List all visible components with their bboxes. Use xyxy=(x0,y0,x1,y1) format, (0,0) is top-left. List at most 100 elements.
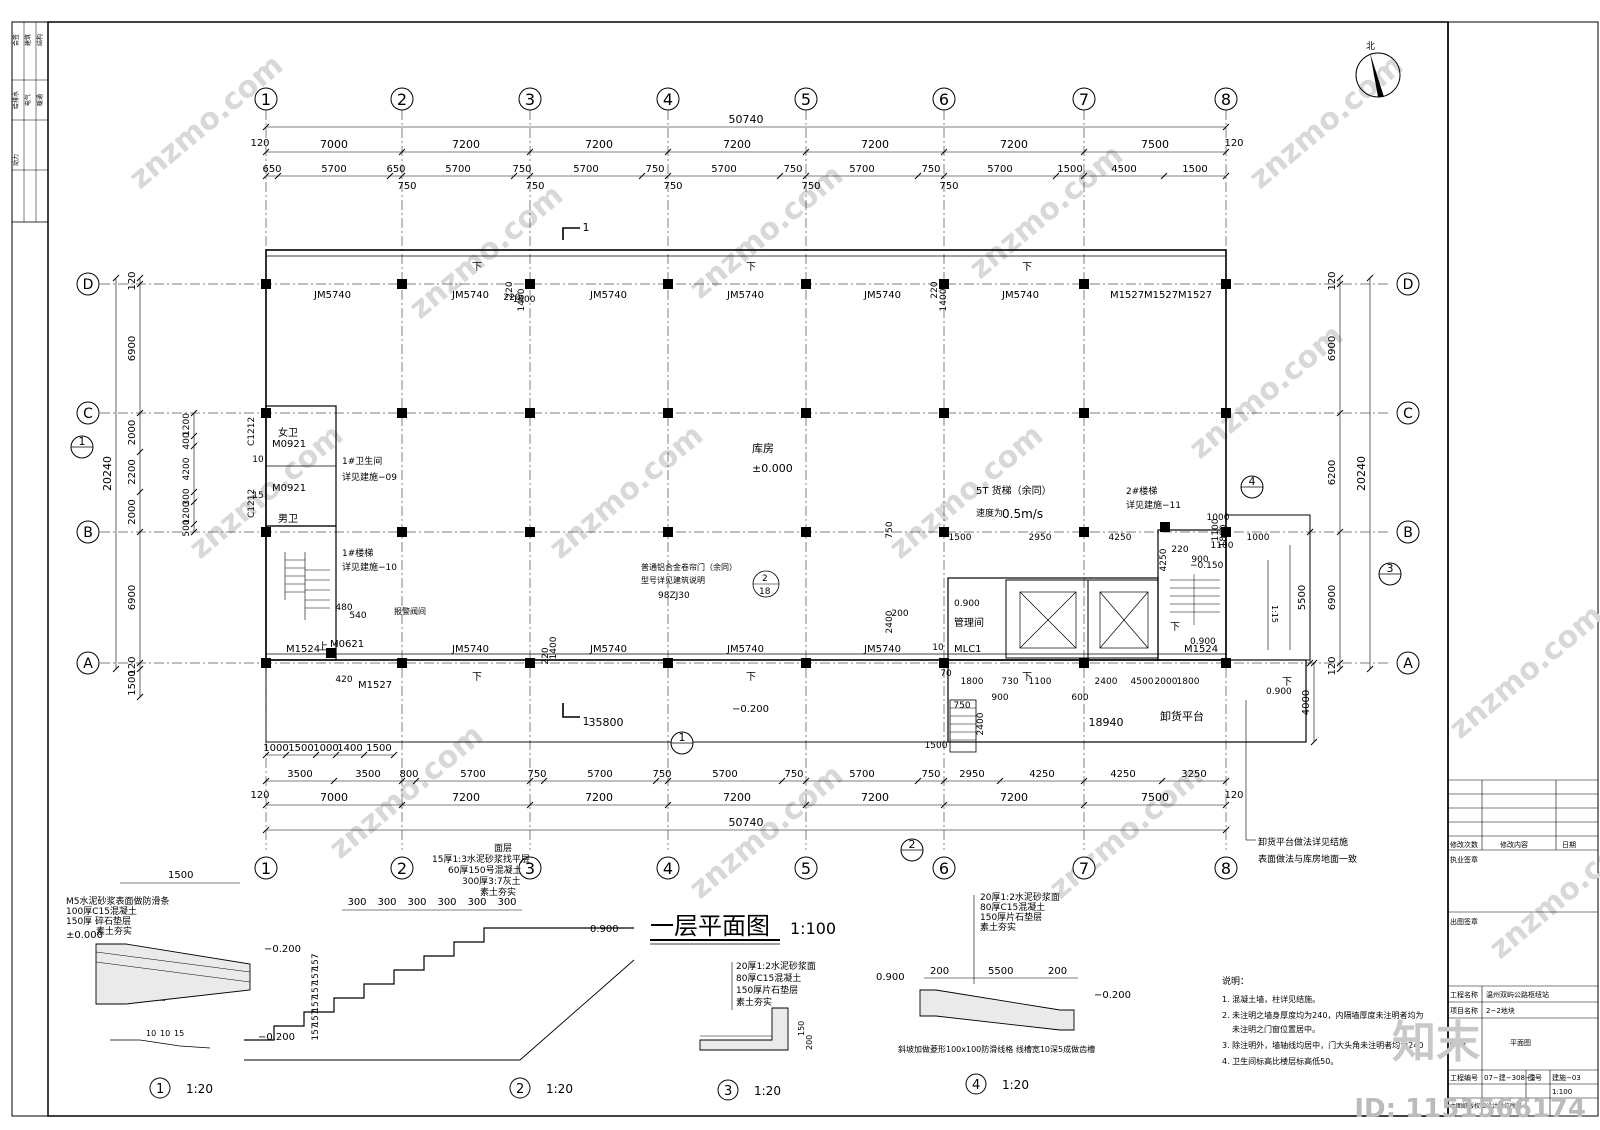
dim-top-spans-text: 7200 xyxy=(1000,138,1028,151)
dim-bot-spans-tick xyxy=(526,801,534,809)
dim-bot-spans-text: 7200 xyxy=(1000,791,1028,804)
dim-misc-19: 420 xyxy=(335,675,352,685)
dim-top-spans-text: 7200 xyxy=(585,138,613,151)
dim-misc-8: 4500 xyxy=(1131,677,1154,687)
d1-elev-low: −0.200 xyxy=(264,944,301,955)
tb-scale-val: 1:100 xyxy=(1552,1088,1572,1096)
dim-bot-sub1-tick xyxy=(360,751,368,759)
room-labels: 库房 ±0.000 女卫 男卫 1#卫生间 详见建施−09 1#楼梯 详见建施−… xyxy=(278,262,1357,865)
d4-layer-3: 150厚片石垫层 xyxy=(980,911,1042,923)
door-m0921-2: M0921 xyxy=(272,483,306,494)
dim-misc-1: 1500 xyxy=(949,533,972,543)
door-jm-bot-4: JM5740 xyxy=(863,644,901,655)
down-arrow-1: 下 xyxy=(472,262,482,273)
drawing-title: 一层平面图 1:100 xyxy=(650,912,836,945)
grid-label-top: 2 xyxy=(397,90,407,109)
grid-label-left: A xyxy=(83,656,93,672)
d1-layer-4: 素土夯实 xyxy=(96,925,132,937)
down-arrow-7: 下 xyxy=(1282,677,1292,688)
dim-misc-2: 2950 xyxy=(1029,533,1052,543)
grid-label-bottom: 8 xyxy=(1221,859,1231,878)
door-note-1: 普通铝合金卷帘门（余同） xyxy=(641,562,737,572)
dim-misc-3: 4250 xyxy=(1109,533,1132,543)
dim-top-sub-tick xyxy=(802,172,810,180)
d2-label: 2 xyxy=(516,1082,524,1097)
dim-bot-sub-tick xyxy=(802,777,810,785)
column-post xyxy=(397,279,407,289)
d2-rise-dim: 157 xyxy=(311,981,321,998)
column-post xyxy=(326,648,336,658)
d2-rise-dim: 157 xyxy=(311,1009,321,1026)
dim-bot-sub-tick xyxy=(652,777,660,785)
grid-label-bottom: 1 xyxy=(261,859,271,878)
dim-top-sub-tick xyxy=(510,172,518,180)
dim-top-spans-tick xyxy=(664,148,672,156)
d4-note: 斜坡加做菱形100x100防滑线格 线槽宽10深5成做齿槽 xyxy=(898,1044,1095,1054)
dim-bot-sub-text: 5700 xyxy=(712,769,737,780)
d4-dim-1: 200 xyxy=(930,966,949,977)
tb-sign-2: 出图签章 xyxy=(1450,917,1478,926)
dim-misc-9: 2000 xyxy=(1155,677,1178,687)
column-post xyxy=(1079,279,1089,289)
dim-bot-sub-tick xyxy=(940,777,948,785)
dim-top-sub2: 750 xyxy=(663,181,682,192)
grid-bubble-right xyxy=(1396,651,1420,675)
dim-bot-sub-text: 750 xyxy=(921,769,940,780)
d2-step-dim: 300 xyxy=(407,897,426,908)
elev-storage: ±0.000 xyxy=(752,462,793,475)
dim-bot-sub-text: 4250 xyxy=(1110,769,1135,780)
stair2-note-2: 详见建施−11 xyxy=(1126,499,1181,511)
window-c1212-1: C1212 xyxy=(247,417,257,446)
dim-top-sub-tick xyxy=(386,172,394,180)
dim-left-chain-text: 120 xyxy=(127,656,138,675)
dim-bot-spans-text: 7200 xyxy=(452,791,480,804)
cut-label-bottom: 1 xyxy=(583,715,590,728)
grid-bubble-bottom xyxy=(518,856,542,880)
d1-layer-2: 100厚C15混凝土 xyxy=(66,905,137,917)
column-layer xyxy=(261,279,1231,668)
grid-bubble-bottom xyxy=(1214,856,1238,880)
d2-scale: 1:20 xyxy=(546,1082,573,1096)
d1-layer-1: M5水泥砂浆表面做防滑条 xyxy=(66,895,170,907)
room-storage: 库房 xyxy=(752,442,774,455)
drawing-frame xyxy=(47,21,1449,1117)
dim-top-sub-tick xyxy=(1160,172,1168,180)
door-m1524-2: M1524 xyxy=(1184,644,1218,655)
d1-dim-10: 10 xyxy=(146,1029,156,1038)
dim-top-sub-text: 1500 xyxy=(1182,164,1207,175)
door-jm-bot-2: JM5740 xyxy=(589,644,627,655)
dim-top-sub-tick xyxy=(776,172,784,180)
d3-dim-200: 200 xyxy=(805,1035,814,1050)
dim-bot-sub-tick xyxy=(412,777,420,785)
tb-proj-label: 工程名称 xyxy=(1450,990,1478,999)
door-m1527-2: M1527 xyxy=(1144,290,1178,301)
dim-top-spans-tick xyxy=(1222,148,1230,156)
dim-left-chain-tick xyxy=(136,488,144,496)
door-jm-bot-3: JM5740 xyxy=(726,644,764,655)
up-arrow-1: 上 xyxy=(318,641,328,653)
dim-top-sub-tick xyxy=(914,172,922,180)
dim-right-chain-tick xyxy=(1336,665,1344,673)
dim-left-inner-tick xyxy=(190,442,198,450)
dim-bot-end-left: 120 xyxy=(250,790,269,801)
room-manage: 管理间 xyxy=(954,616,984,629)
left-strip-cell: 结构 xyxy=(36,34,44,46)
dim-top-overall-tick xyxy=(1222,123,1230,131)
dim-bot-spans-tick xyxy=(1222,801,1230,809)
dim-bot-sub-text: 5700 xyxy=(460,769,485,780)
dim-top-overall-tick xyxy=(262,123,270,131)
dim-misc-27: 15 xyxy=(252,491,263,501)
tb-sign-1: 执业签章 xyxy=(1450,855,1478,864)
column-post xyxy=(1221,527,1231,537)
grid-bubble-left xyxy=(76,520,100,544)
grid-label-top: 6 xyxy=(939,90,949,109)
dim-right-5500-tick xyxy=(1306,528,1314,536)
dim-top-sub-text: 650 xyxy=(386,164,405,175)
column-post xyxy=(525,658,535,668)
dim-misc-18: 540 xyxy=(349,611,366,621)
dim-left-inner-tick xyxy=(190,409,198,417)
dim-bot-sub-text: 3250 xyxy=(1181,769,1206,780)
dim-right-total-text: 20240 xyxy=(1355,456,1368,491)
dim-left-chain-text: 120 xyxy=(127,271,138,290)
